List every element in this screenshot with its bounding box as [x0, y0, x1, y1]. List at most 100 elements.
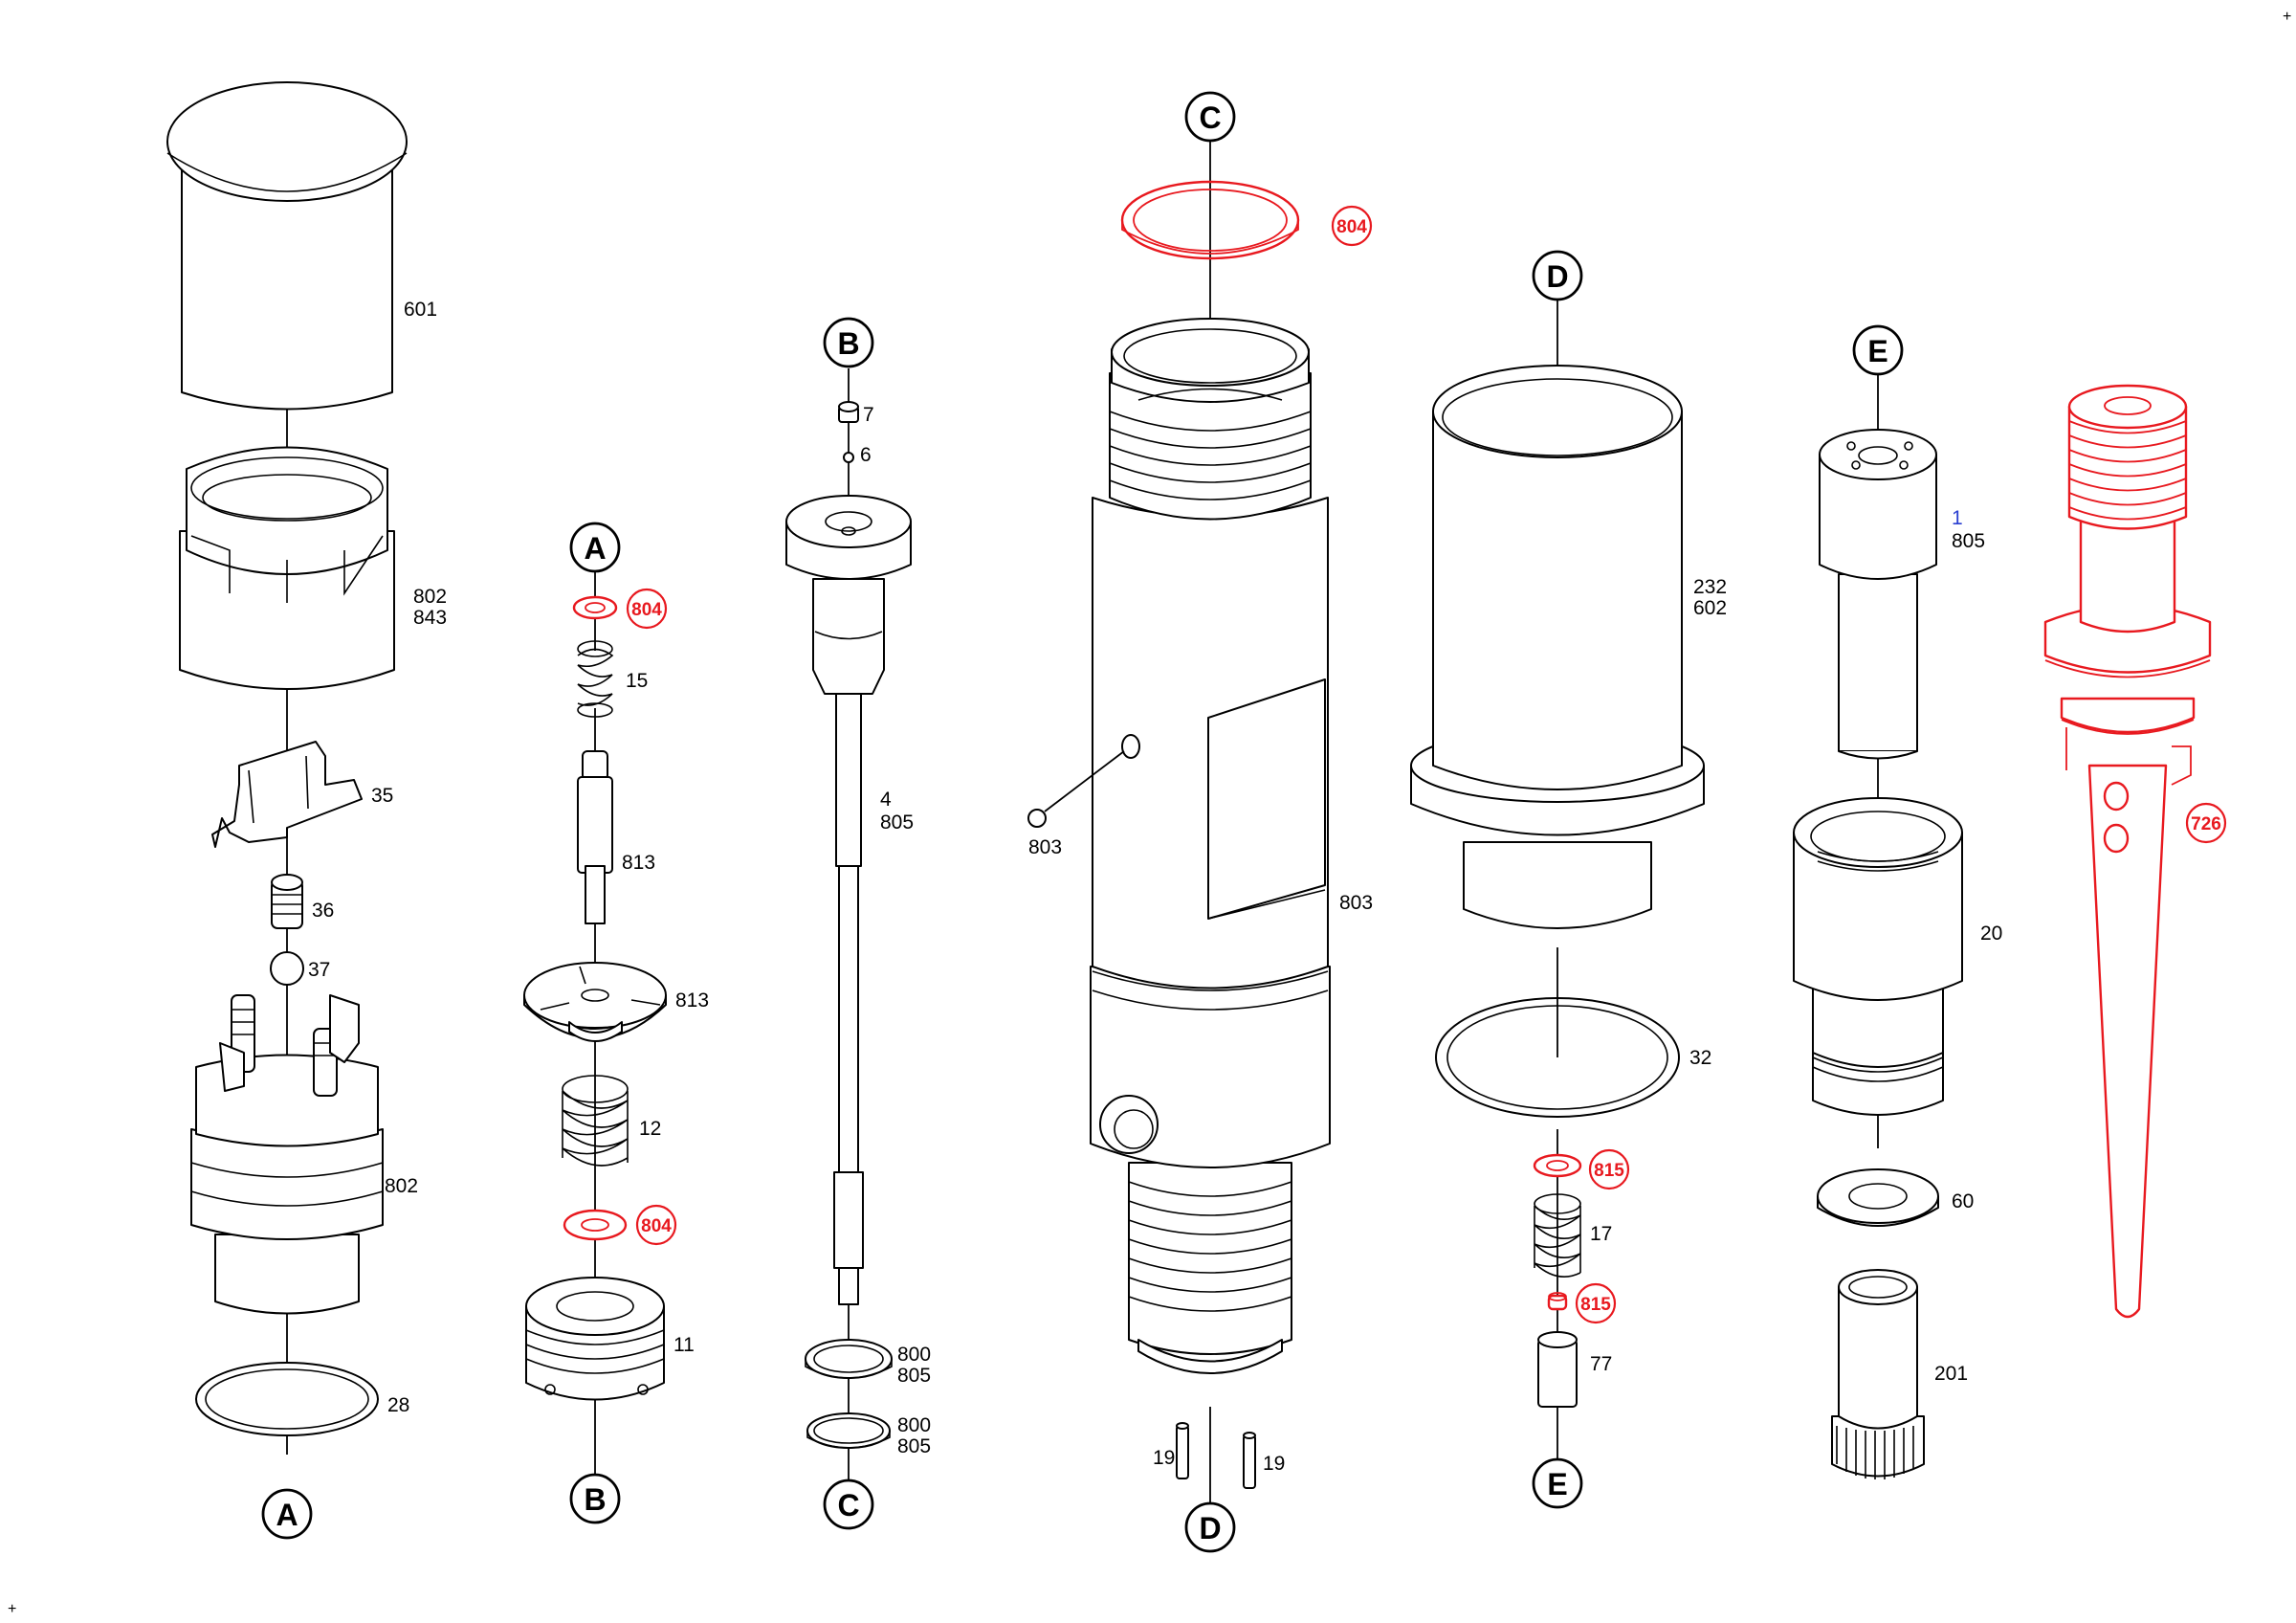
- part-802-solenoid-body[interactable]: [190, 994, 384, 1315]
- part-32-ring[interactable]: [1435, 997, 1680, 1118]
- label-805-nozzle: 805: [1952, 530, 1985, 552]
- part-803-injector-body[interactable]: [1027, 318, 1331, 1374]
- part-601-cap[interactable]: [166, 81, 408, 411]
- part-12-spring[interactable]: [562, 1075, 629, 1167]
- label-601: 601: [404, 299, 437, 321]
- part-7-seat[interactable]: [838, 401, 859, 423]
- label-602: 602: [1693, 597, 1727, 619]
- label-11: 11: [673, 1334, 695, 1356]
- corner-mark-top-right: +: [2283, 9, 2291, 25]
- label-36: 36: [312, 900, 334, 922]
- svg-text:804: 804: [1336, 217, 1367, 237]
- corner-mark-bottom-left: +: [8, 1601, 16, 1617]
- ref-d-top[interactable]: D: [1532, 250, 1583, 301]
- svg-text:B: B: [837, 326, 859, 361]
- label-12: 12: [639, 1118, 661, 1140]
- column-2-assembly: A 804: [523, 522, 709, 1524]
- part-6-ball[interactable]: [843, 452, 854, 463]
- column-5-assembly: D 815: [1410, 250, 1727, 1509]
- part-11-threaded-nut[interactable]: [525, 1277, 665, 1401]
- part-19-pin-right[interactable]: [1243, 1432, 1256, 1489]
- part-804-seal-ring[interactable]: [1120, 180, 1300, 260]
- label-60: 60: [1952, 1190, 1974, 1212]
- part-17-spring[interactable]: [1534, 1193, 1581, 1278]
- part-37-ball[interactable]: [270, 951, 304, 986]
- part-232-602-sleeve[interactable]: [1410, 365, 1705, 929]
- part-813-pin[interactable]: [577, 750, 613, 924]
- svg-text:E: E: [1547, 1467, 1567, 1501]
- label-805: 805: [880, 812, 914, 834]
- label-37: 37: [308, 959, 330, 981]
- label-32: 32: [1689, 1047, 1711, 1069]
- label-35: 35: [371, 785, 393, 807]
- label-17: 17: [1590, 1223, 1612, 1245]
- callout-804-lower[interactable]: 804: [635, 1204, 677, 1246]
- ref-d-bottom[interactable]: D: [1184, 1501, 1236, 1553]
- callout-804-top[interactable]: 804: [626, 588, 668, 630]
- callout-815-top[interactable]: 815: [1588, 1148, 1630, 1190]
- label-19-right: 19: [1263, 1453, 1285, 1475]
- label-800a: 800: [897, 1344, 931, 1366]
- label-28: 28: [387, 1394, 409, 1416]
- svg-text:C: C: [837, 1488, 859, 1523]
- svg-text:804: 804: [631, 600, 662, 620]
- part-813-plate[interactable]: [523, 962, 667, 1042]
- label-803-body: 803: [1339, 892, 1373, 914]
- label-805b: 805: [897, 1435, 931, 1457]
- callout-815-lower[interactable]: 815: [1575, 1282, 1617, 1324]
- part-19-pin-left[interactable]: [1176, 1422, 1189, 1479]
- part-802-843-nut[interactable]: [179, 446, 395, 690]
- column-7-assembly: 726: [2043, 384, 2227, 1319]
- label-201: 201: [1934, 1363, 1968, 1385]
- part-28-o-ring[interactable]: [195, 1362, 379, 1436]
- part-800-805-ring-b[interactable]: [806, 1412, 891, 1449]
- part-77-cylinder[interactable]: [1537, 1331, 1578, 1408]
- svg-text:A: A: [584, 531, 606, 566]
- label-232: 232: [1693, 576, 1727, 598]
- label-1: 1: [1952, 507, 1963, 529]
- label-813b: 813: [675, 989, 709, 1012]
- label-4: 4: [880, 789, 892, 811]
- part-4-805-valve[interactable]: [785, 495, 912, 1305]
- column-4-assembly: C 804: [1027, 91, 1373, 1553]
- label-803-screw: 803: [1028, 836, 1062, 858]
- part-35-clip[interactable]: [211, 741, 363, 848]
- part-805-nozzle[interactable]: [1819, 429, 1937, 760]
- column-3-assembly: B: [785, 317, 931, 1530]
- part-20-nozzle-nut[interactable]: [1793, 797, 1963, 1116]
- ref-a-top[interactable]: A: [569, 522, 621, 573]
- ref-e-top[interactable]: E: [1852, 324, 1904, 376]
- column-1-assembly: 601 802 843 35 36 37 802 28 A: [166, 81, 447, 1540]
- label-802b: 802: [385, 1175, 418, 1197]
- svg-text:D: D: [1546, 259, 1568, 294]
- ref-b-bottom[interactable]: B: [569, 1473, 621, 1524]
- ref-c-bottom[interactable]: C: [823, 1478, 874, 1530]
- callout-804-column4[interactable]: 804: [1331, 205, 1373, 247]
- svg-text:E: E: [1867, 334, 1888, 368]
- svg-text:726: 726: [2191, 814, 2221, 834]
- ref-e-bottom[interactable]: E: [1532, 1457, 1583, 1509]
- label-7: 7: [863, 404, 874, 426]
- part-800-805-ring-a[interactable]: [805, 1339, 893, 1379]
- label-20: 20: [1980, 923, 2002, 945]
- part-815-washer-lower[interactable]: [1547, 1292, 1568, 1311]
- ref-c-top[interactable]: C: [1184, 91, 1236, 143]
- part-201-sleeve[interactable]: [1831, 1269, 1925, 1479]
- part-36-screw[interactable]: [271, 874, 303, 929]
- ref-b-top[interactable]: B: [823, 317, 874, 368]
- label-805a: 805: [897, 1365, 931, 1387]
- svg-text:C: C: [1199, 100, 1221, 135]
- callout-726[interactable]: 726: [2185, 802, 2227, 844]
- column-6-assembly: E: [1793, 324, 2002, 1479]
- part-804-washer-lower[interactable]: [563, 1209, 628, 1241]
- part-804-washer-top[interactable]: [572, 595, 618, 620]
- part-815-washer-top[interactable]: [1533, 1153, 1582, 1178]
- part-60-washer[interactable]: [1817, 1168, 1939, 1227]
- label-800b: 800: [897, 1414, 931, 1436]
- part-15-spring[interactable]: [576, 640, 614, 718]
- label-6: 6: [860, 444, 872, 466]
- svg-text:D: D: [1199, 1511, 1221, 1545]
- part-726-pressure-pipe[interactable]: [2043, 384, 2212, 1319]
- ref-a-bottom[interactable]: A: [261, 1488, 313, 1540]
